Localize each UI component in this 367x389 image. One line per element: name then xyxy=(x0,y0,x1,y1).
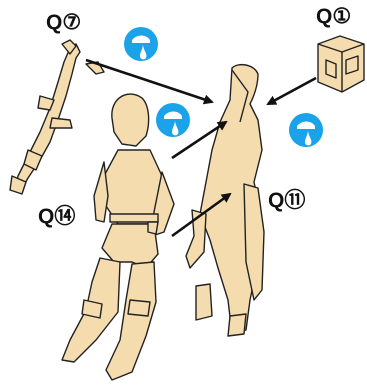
rifle-part xyxy=(10,40,104,194)
arrow-q7 xyxy=(86,60,212,102)
callout-q11: Q⑪ xyxy=(268,190,305,211)
body-shell-part xyxy=(186,65,264,336)
glue-drop-icon xyxy=(289,113,323,147)
figure-girl xyxy=(62,94,174,380)
callout-q7: Q⑦ xyxy=(46,12,81,33)
arrow-q1 xyxy=(268,78,316,104)
glue-drop-icon xyxy=(124,27,158,61)
callout-q14: Q⑭ xyxy=(38,206,75,227)
callout-q1: Q① xyxy=(316,6,351,27)
glue-drop-icon xyxy=(156,103,190,137)
block-part xyxy=(318,36,364,92)
